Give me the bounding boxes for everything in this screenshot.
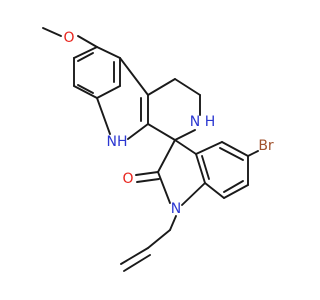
benzene-ring-methoxy bbox=[73, 46, 121, 99]
methoxy-oxygen-label: O bbox=[63, 30, 74, 46]
bond-c-br bbox=[247, 150, 259, 157]
bond-thp-d bbox=[174, 129, 196, 141]
bond-ring1-inner-2 bbox=[77, 84, 94, 94]
bond-ox-a bbox=[157, 139, 176, 173]
amine-nitrogen-label: N bbox=[190, 114, 200, 130]
bond-ring1-f bbox=[73, 46, 98, 59]
allyl-chain bbox=[120, 215, 177, 272]
bond-ox-e bbox=[174, 139, 197, 155]
bond-allyl-c bbox=[120, 247, 149, 265]
bond-o-aryl bbox=[77, 35, 98, 48]
bond-carbonyl-1 bbox=[135, 171, 159, 176]
bromine-label: Br bbox=[258, 138, 274, 154]
indole-nh-label: NH bbox=[107, 134, 128, 150]
bond-allyl-b bbox=[147, 229, 171, 249]
bond-thp-e bbox=[147, 123, 176, 141]
tetrahydropyridine-ring bbox=[147, 78, 201, 141]
bond-ox-b bbox=[157, 171, 171, 204]
bond-ring2-inner-2 bbox=[223, 180, 244, 193]
bond-ring2-inner-1 bbox=[219, 147, 244, 161]
bond-ring2-e bbox=[204, 182, 225, 199]
benzene-ring-bromo bbox=[195, 141, 259, 199]
molecule-structure: O NH N H O N Br bbox=[42, 27, 274, 272]
bond-pyrrole-d bbox=[96, 97, 111, 135]
indole-pyrrole-ring bbox=[96, 57, 149, 140]
bond-ring1-d bbox=[73, 85, 98, 99]
amine-hydrogen-label: H bbox=[205, 114, 216, 130]
oxindole-five-ring bbox=[157, 139, 206, 206]
carbonyl-group bbox=[135, 171, 160, 183]
bond-allyl-c2 bbox=[123, 254, 151, 272]
bond-ox-d bbox=[195, 153, 206, 184]
bond-carbonyl-2 bbox=[136, 178, 160, 183]
bond-allyl-a bbox=[169, 215, 177, 231]
bond-ox-c bbox=[181, 182, 206, 206]
bond-ring2-a bbox=[195, 141, 223, 155]
oxindole-nitrogen-label: N bbox=[171, 201, 181, 217]
bond-pyrrole-c bbox=[127, 123, 149, 140]
carbonyl-oxygen-label: O bbox=[122, 171, 133, 187]
bond-thp-b bbox=[174, 78, 201, 96]
bond-ring2-b bbox=[221, 141, 249, 157]
bond-ring1-inner-3 bbox=[77, 52, 94, 62]
bond-ring2-d bbox=[223, 184, 249, 199]
bond-ring2-inner-3 bbox=[201, 155, 210, 180]
molecule-canvas: O NH N H O N Br bbox=[42, 27, 274, 272]
bond-ring1-a bbox=[96, 46, 121, 59]
methoxy-group bbox=[42, 27, 98, 48]
bond-ring1-c bbox=[96, 85, 121, 99]
bond-thp-a bbox=[147, 78, 176, 96]
bond-pyrrole-a bbox=[119, 57, 149, 96]
bond-methyl-o bbox=[42, 27, 62, 37]
